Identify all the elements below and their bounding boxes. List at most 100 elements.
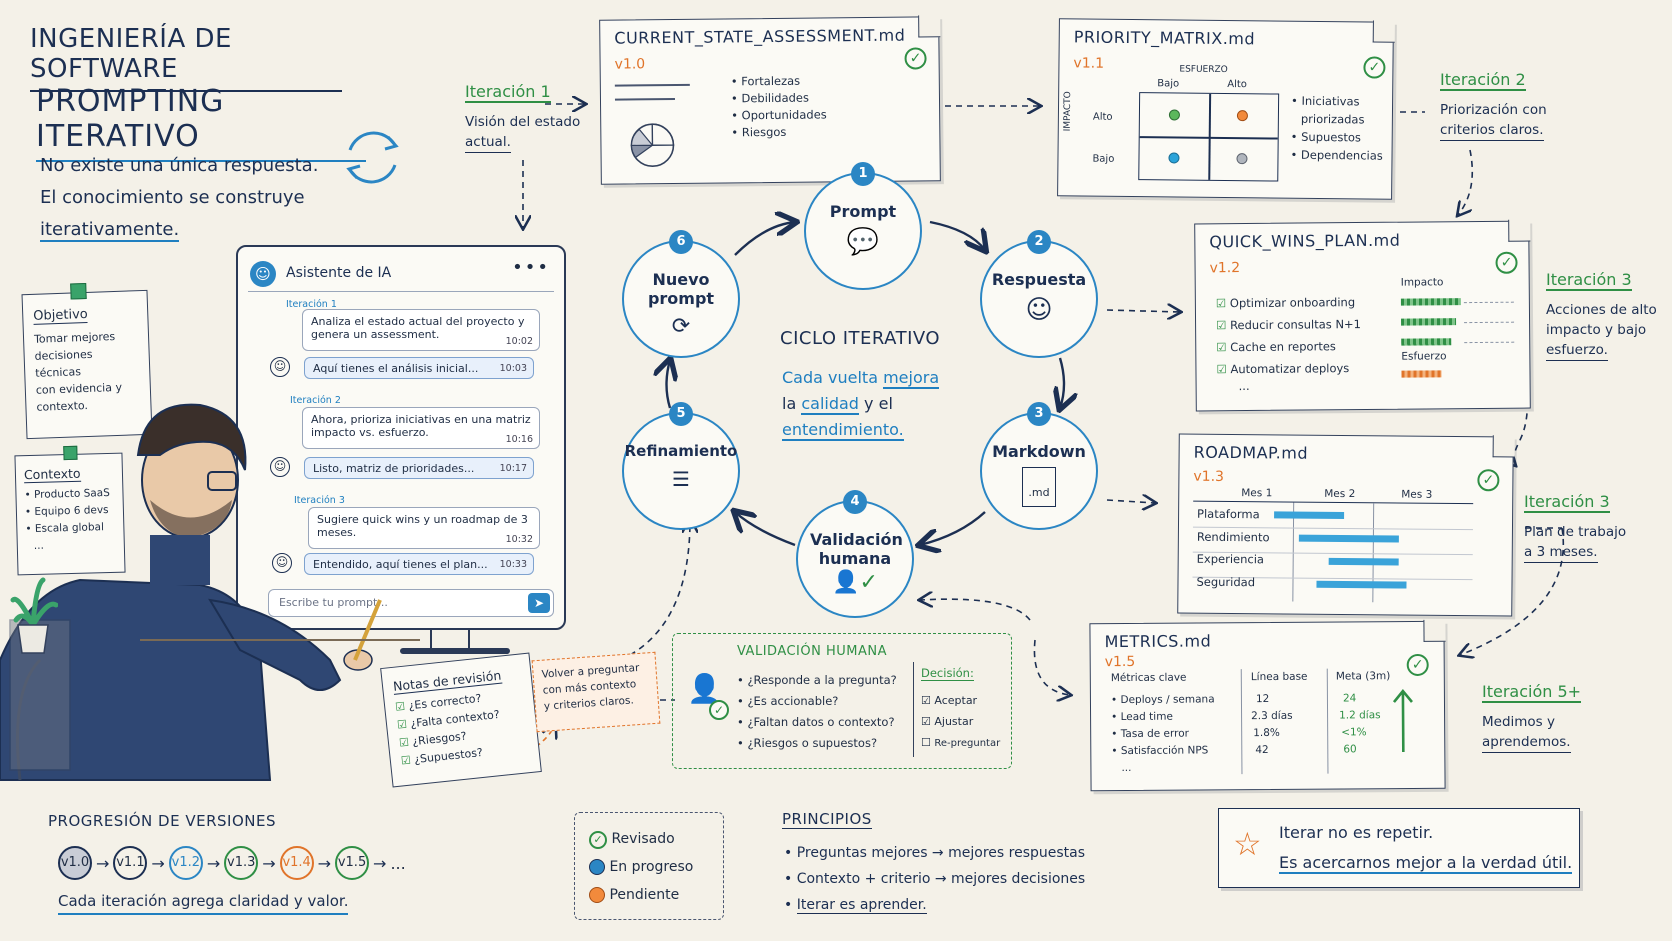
chat-iteration-label: Iteración 2 [290,395,341,406]
more-options-icon[interactable]: ••• [512,257,550,278]
quote-line-1: Iterar no es repetir. [1279,823,1434,842]
fold-corner [1423,619,1446,642]
priority-version: v1.1 [1073,55,1105,72]
page-subtitle: PROMPTING ITERATIVO [36,84,366,162]
gantt-row-label: Rendimiento [1196,529,1270,545]
user-message: Sugiere quick wins y un roadmap de 3 mes… [308,507,540,549]
decision-options: ☑ Aceptar ☑ Ajustar ☐ Re-preguntar [921,690,1000,754]
assessment-filename: CURRENT_STATE_ASSESSMENT.md [614,25,906,48]
version-v1-1[interactable]: v1.1 [113,846,148,880]
user-check-icon: 👤✓ [832,570,878,595]
effort-label: Esfuerzo [1401,350,1447,363]
gantt-bar [1328,557,1399,566]
metrics-card[interactable]: METRICS.md v1.5 Métricas clave Línea bas… [1089,619,1446,792]
legend-pending: Pendiente [589,881,709,909]
metrics-version: v1.5 [1104,653,1136,671]
checklist-item[interactable]: ☑ Optimizar onboarding [1215,295,1356,311]
priority-matrix-card[interactable]: PRIORITY_MATRIX.md v1.1 ESFUERZO Bajo Al… [1057,18,1395,200]
list-item: • Oportunidades [731,107,827,123]
star-icon: ☆ [1233,825,1262,863]
checklist-item[interactable]: ☑ Cache en reportes [1216,339,1336,355]
iteration-1-desc: Visión del estado actual. [465,112,580,153]
legend-progress: En progreso [589,853,709,881]
refresh-cycle-icon [346,131,399,184]
assistant-title: Asistente de IA [286,265,392,281]
impact-bar [1400,298,1461,306]
cycle-node-validacion[interactable]: 4 Validación humana 👤✓ [796,490,914,618]
gantt-row-label: Seguridad [1196,574,1256,590]
assistant-message: Aquí tienes el análisis inicial...10:03 [304,357,534,379]
version-v1-3[interactable]: v1.3 [224,846,259,880]
quickwins-filename: QUICK_WINS_PLAN.md [1209,230,1401,252]
quote-box: ☆ Iterar no es repetir. Es acercarnos me… [1218,808,1580,888]
version-v1-5[interactable]: v1.5 [335,846,370,880]
page-title: INGENIERÍA DE SOFTWARE [30,24,342,92]
roadmap-card[interactable]: ROADMAP.md v1.3 Mes 1 Mes 2 Mes 3 Plataf… [1177,433,1515,617]
cycle-node-markdown[interactable]: 3 Markdown .md [980,402,1098,530]
col-base-header: Línea base [1250,670,1308,684]
col-low-label: Bajo [1157,78,1180,90]
legend-reviewed: ✓ Revisado [589,825,709,853]
iteration-3b-desc: Plan de trabajo a 3 meses. [1524,522,1626,563]
intro-line-1: No existe una única respuesta. [40,155,319,176]
gantt-row-label: Experiencia [1196,551,1265,567]
blue-dot-icon [589,859,605,875]
impact-bar [1401,318,1457,326]
iteration-2-label: Iteración 2 [1440,70,1526,91]
principles-title: PRINCIPIOS [782,810,872,829]
user-check-icon: 👤 [687,672,722,705]
intro-line-2: El conocimiento se construye [40,187,305,208]
orange-dot-icon [589,887,605,903]
fold-corner [1372,20,1395,43]
cycle-title: CICLO ITERATIVO [780,328,941,349]
refresh-bubble-icon: ⟳ [671,314,691,339]
quadrant-dot-green [1168,109,1180,121]
list-item: • Fortalezas [730,73,801,89]
version-v1-2[interactable]: v1.2 [168,846,203,880]
cycle-node-nuevo-prompt[interactable]: 6 Nuevo prompt ⟳ [622,230,740,358]
reviewed-check-icon: ✓ [1477,469,1500,492]
iteration-2-desc: Priorización con criterios claros. [1440,100,1547,141]
send-button[interactable]: ➤ [528,593,550,613]
iteration-1-label: Iteración 1 [465,82,551,103]
assessment-card[interactable]: CURRENT_STATE_ASSESSMENT.md v1.0 • Forta… [599,15,941,185]
validation-questions: • ¿Responde a la pregunta? • ¿Es acciona… [737,673,897,750]
monitor-base [400,648,510,654]
month-header-3: Mes 3 [1401,488,1433,501]
intro-text: No existe una única respuesta. El conoci… [40,150,340,246]
priority-list: • Iniciativas priorizadas • Supuestos • … [1290,93,1383,163]
table-row: • Satisfacción NPS 42 60 [1111,743,1357,758]
progression-title: PROGRESIÓN DE VERSIONES [48,812,276,830]
cycle-node-respuesta[interactable]: 2 Respuesta ☺ [980,230,1098,358]
assistant-message: Listo, matriz de prioridades...10:17 [304,457,534,479]
chat-iteration-label: Iteración 3 [294,495,345,506]
version-v1-4[interactable]: v1.4 [279,846,314,880]
decision-adjust[interactable]: ☑ Ajustar [921,715,974,728]
iteration-3b-label: Iteración 3 [1524,492,1610,513]
plant-illustration [10,577,58,654]
prompt-placeholder: Escribe tu prompt... [279,596,388,609]
principles-list: • Preguntas mejores → mejores respuestas… [784,845,1086,914]
row-low-label: Bajo [1092,153,1115,165]
cycle-node-refinamiento[interactable]: 5 Refinamiento ☰ [622,402,740,530]
version-v1-0[interactable]: v1.0 [58,846,92,880]
decision-label: Decisión: [921,666,974,681]
back-to-ask-note: Volver a preguntar con más contexto y cr… [531,651,661,733]
prompt-input[interactable]: Escribe tu prompt... ➤ [268,589,554,617]
fold-corner [918,15,941,38]
decision-reask[interactable]: ☐ Re-preguntar [921,736,1001,749]
quadrant-dot-orange [1236,110,1248,122]
month-header-2: Mes 2 [1324,487,1356,501]
cycle-node-prompt[interactable]: 1 Prompt 💬 [804,162,922,290]
col-metric-header: Métricas clave [1110,671,1187,685]
trend-up-arrow-icon [1392,689,1413,753]
decision-accept[interactable]: ☑ Aceptar [921,694,978,707]
progression-caption: Cada iteración agrega claridad y valor. [58,892,349,915]
row-high-label: Alto [1092,111,1113,123]
checklist-item[interactable]: ☑ Automatizar deploys [1216,361,1350,377]
metrics-table: • Deploys / semana 12 24 • Lead time 2.3… [1111,690,1432,777]
checklist-item[interactable]: ☑ Reducir consultas N+1 [1216,317,1362,333]
validation-title: VALIDACIÓN HUMANA [737,644,887,659]
quick-wins-card[interactable]: QUICK_WINS_PLAN.md v1.2 ☑ Optimizar onbo… [1194,219,1531,412]
user-message: Ahora, prioriza iniciativas en una matri… [302,407,540,449]
